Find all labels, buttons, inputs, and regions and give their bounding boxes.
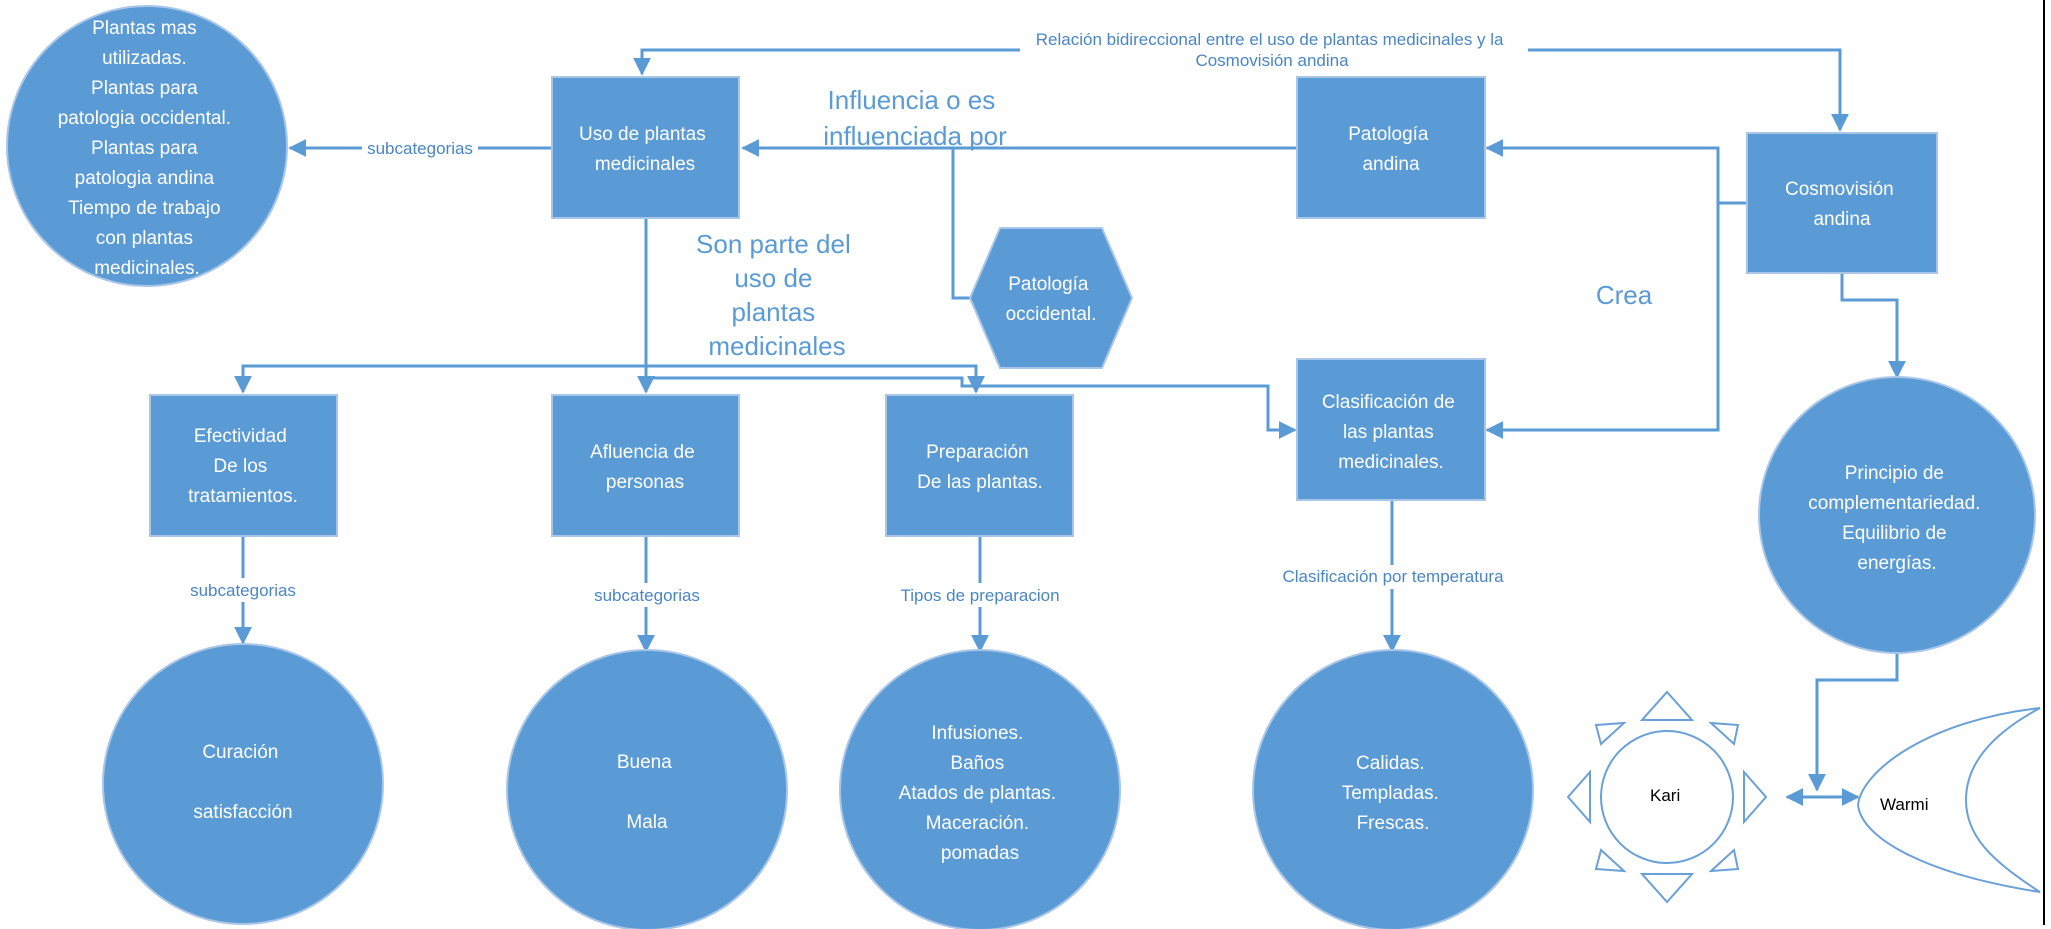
svg-text:Preparación De las plant: Preparación De las plantas.	[917, 442, 1043, 493]
svg-text:Uso de plantas medicinal: Uso de plantas medicinales	[579, 124, 711, 175]
influencia-label: Influencia o es influenciada por	[823, 85, 1007, 151]
node-efectividad: Efectividad De los tratamientos.	[149, 394, 338, 537]
clasificacion-temperatura-label: Clasificación por temperatura	[1282, 567, 1504, 586]
svg-text:Infusiones. Baños: Infusiones. Baños Atados de plantas. Mac…	[899, 723, 1062, 864]
node-infusiones: Infusiones. Baños Atados de plantas. Mac…	[839, 649, 1121, 929]
node-plantas-circle: Plantas mas utilizadas. Plantas para pat…	[6, 5, 288, 287]
node-clasificacion: Clasificación de las plantas medicinales…	[1296, 358, 1486, 501]
son-parte-label: Son parte del uso de plantas medicinales	[696, 229, 858, 361]
node-preparacion: Preparación De las plantas.	[885, 394, 1074, 537]
node-patologia-occidental: Patología occidental.	[968, 227, 1134, 369]
subcategorias-top-label: subcategorias	[367, 139, 473, 158]
svg-text:Cosmovisión andina: Cosmovisión andina	[1785, 179, 1899, 230]
edge-bus-preparacion	[646, 364, 985, 394]
moon-icon: Warmi	[1856, 707, 2041, 893]
svg-text:Afluencia de personas: Afluencia de personas	[590, 442, 700, 493]
svg-text:Buena Mala: Buena Mala	[617, 752, 677, 833]
node-buena-mala: Buena Mala	[506, 649, 788, 929]
subcategorias-afluencia-label: subcategorias	[594, 586, 700, 605]
edge-cosmovision-principio	[1840, 272, 1906, 379]
svg-text:Principio de complementa: Principio de complementariedad. Equilibr…	[1808, 463, 1985, 574]
svg-text:Efectividad De los: Efectividad De los tratamientos.	[188, 426, 298, 507]
tipos-preparacion-label: Tipos de preparacion	[900, 586, 1059, 605]
relacion-label: Relación bidireccional entre el uso de p…	[1036, 30, 1509, 70]
node-cosmovision-andina: Cosmovisión andina	[1746, 132, 1938, 274]
edge-cosmovision-clasificacion	[1485, 203, 1720, 439]
svg-text:Patología occidental.: Patología occidental.	[1006, 274, 1097, 325]
node-curacion: Curación satisfacción	[102, 643, 384, 925]
node-afluencia: Afluencia de personas	[551, 394, 740, 537]
svg-text:Curación satisfac: Curación satisfacción	[193, 742, 292, 823]
node-uso-plantas: Uso de plantas medicinales	[551, 76, 740, 219]
edge-cosmovision-patologia-andina	[1485, 139, 1747, 205]
node-calidas: Calidas. Templadas. Frescas.	[1252, 649, 1534, 929]
node-patologia-andina: Patología andina	[1296, 76, 1486, 219]
svg-text:Patología andina: Patología andina	[1348, 124, 1434, 175]
svg-text:Clasificación de las pla: Clasificación de las plantas medicinales…	[1322, 392, 1460, 473]
svg-text:Calidas. Templadas.: Calidas. Templadas. Frescas.	[1342, 753, 1444, 834]
kari-label: Kari	[1650, 786, 1680, 805]
edge-labels: Relación bidireccional entre el uso de p…	[180, 26, 1653, 607]
node-plantas-text: Plantas mas utilizadas. Plantas para pat…	[58, 18, 237, 279]
edge-bus-clasificacion	[646, 376, 1297, 439]
edge-principio-kari-warmi	[1808, 653, 1899, 792]
sun-icon: Kari	[1566, 690, 1768, 904]
node-principio: Principio de complementariedad. Equilibr…	[1758, 376, 2036, 654]
warmi-label: Warmi	[1880, 795, 1928, 814]
edge-bus-efectividad	[234, 364, 646, 394]
edge-patologia-occidental-uso	[951, 148, 970, 300]
subcategorias-efectividad-label: subcategorias	[190, 581, 296, 600]
crea-label: Crea	[1596, 280, 1653, 310]
